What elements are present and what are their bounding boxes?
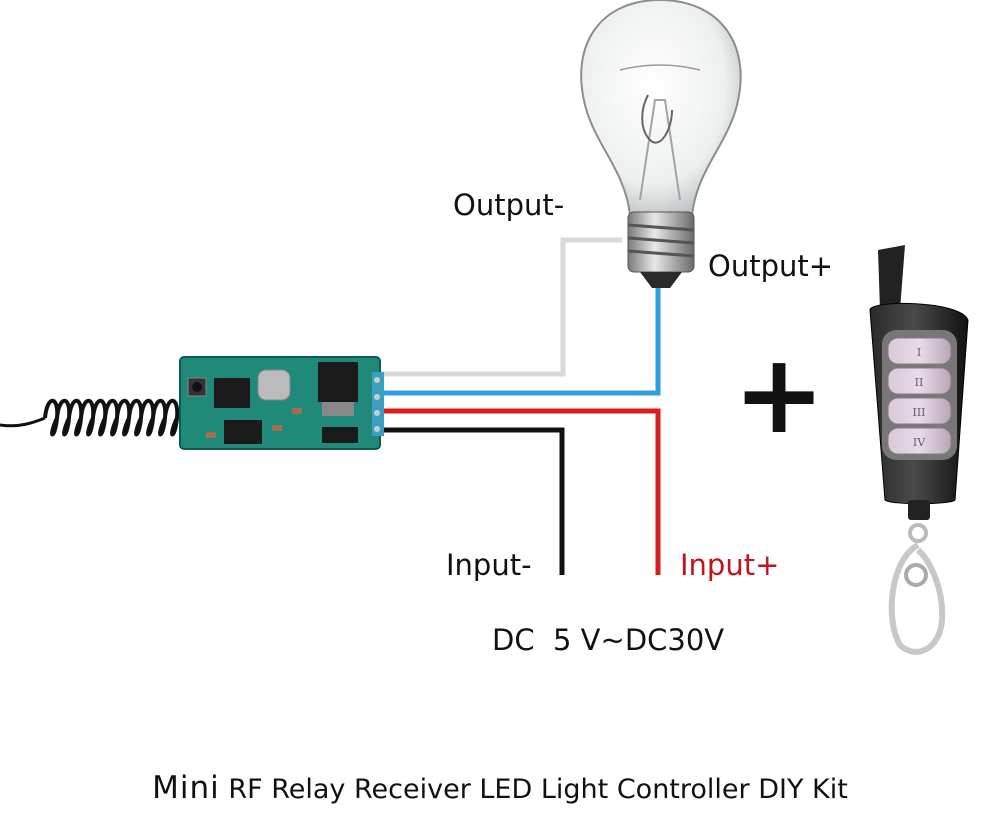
light-bulb xyxy=(580,0,742,288)
label-input-plus: Input+ xyxy=(680,548,779,582)
wire-output-plus xyxy=(378,286,661,396)
label-input-minus: Input- xyxy=(446,548,532,582)
label-voltage: DC 5 V~DC30V xyxy=(492,623,724,657)
remote-button xyxy=(887,397,952,425)
remote-button-label: II xyxy=(915,376,924,389)
label-output-minus: Output- xyxy=(453,188,564,222)
label-output-plus: Output+ xyxy=(708,249,833,283)
remote-button-label: III xyxy=(912,406,925,419)
caption-lead: Mini xyxy=(152,770,220,806)
wire-input-plus xyxy=(378,408,661,575)
wires xyxy=(378,237,661,575)
remote-button xyxy=(887,337,952,365)
remote-button xyxy=(887,367,952,395)
wire-input-minus xyxy=(378,427,565,575)
antenna-coil xyxy=(0,398,190,441)
caption-rest: RF Relay Receiver LED Light Controller D… xyxy=(219,774,848,805)
caption: Mini RF Relay Receiver LED Light Control… xyxy=(0,770,1000,810)
remote-button xyxy=(887,427,952,455)
remote-button-label: I xyxy=(917,346,921,359)
plus-sign: + xyxy=(733,330,825,458)
remote-button-label: IV xyxy=(913,436,926,449)
wire-output-minus xyxy=(378,237,622,377)
rf-receiver-module xyxy=(179,356,384,450)
